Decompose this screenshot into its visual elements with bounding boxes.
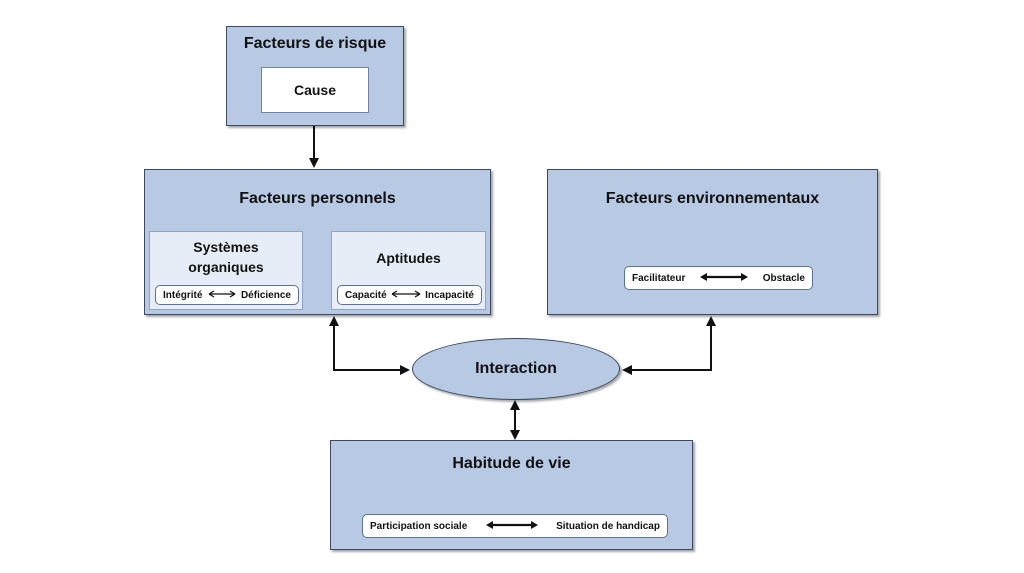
- personal-factors-box: Facteurs personnels Systèmes organiques …: [144, 169, 491, 315]
- double-arrow-icon: [700, 272, 749, 285]
- deficiency-label: Déficience: [240, 289, 291, 301]
- integrity-label: Intégrité: [163, 289, 203, 301]
- arrow-environment-interaction: [622, 316, 716, 375]
- facilitator-label: Facilitateur: [632, 272, 686, 284]
- personal-factors-title: Facteurs personnels: [239, 190, 396, 207]
- risk-factors-box: Facteurs de risque Cause: [226, 26, 404, 126]
- capacity-label: Capacité: [345, 289, 387, 301]
- life-habits-box: Habitude de vie Participation sociale Si…: [330, 440, 693, 550]
- capacity-incapacity-scale: Capacité Incapacité: [337, 285, 482, 305]
- organic-systems-title: Systèmes organiques: [188, 239, 264, 275]
- arrow-personal-interaction: [329, 316, 410, 375]
- aptitudes-title: Aptitudes: [376, 250, 441, 266]
- participation-handicap-scale: Participation sociale Situation de handi…: [362, 514, 668, 538]
- interaction-label: Interaction: [475, 360, 557, 377]
- organic-systems-box: Systèmes organiques Intégrité Déficience: [149, 231, 303, 310]
- life-habits-title: Habitude de vie: [452, 455, 571, 472]
- interaction-node: Interaction: [412, 338, 620, 400]
- facilitator-obstacle-scale: Facilitateur Obstacle: [624, 266, 813, 290]
- handicap-situation-label: Situation de handicap: [556, 520, 660, 532]
- cause-box: Cause: [261, 67, 369, 113]
- risk-factors-title: Facteurs de risque: [243, 35, 387, 52]
- double-arrow-icon: [208, 289, 236, 301]
- environmental-factors-title: Facteurs environnementaux: [605, 190, 820, 207]
- double-arrow-icon: [391, 289, 421, 301]
- aptitudes-box: Aptitudes Capacité Incapacité: [331, 231, 486, 310]
- social-participation-label: Participation sociale: [370, 520, 468, 532]
- integrity-deficiency-scale: Intégrité Déficience: [155, 285, 299, 305]
- double-arrow-icon: [485, 520, 538, 533]
- obstacle-label: Obstacle: [762, 272, 805, 284]
- environmental-factors-box: Facteurs environnementaux Facilitateur O…: [547, 169, 878, 315]
- incapacity-label: Incapacité: [425, 289, 474, 301]
